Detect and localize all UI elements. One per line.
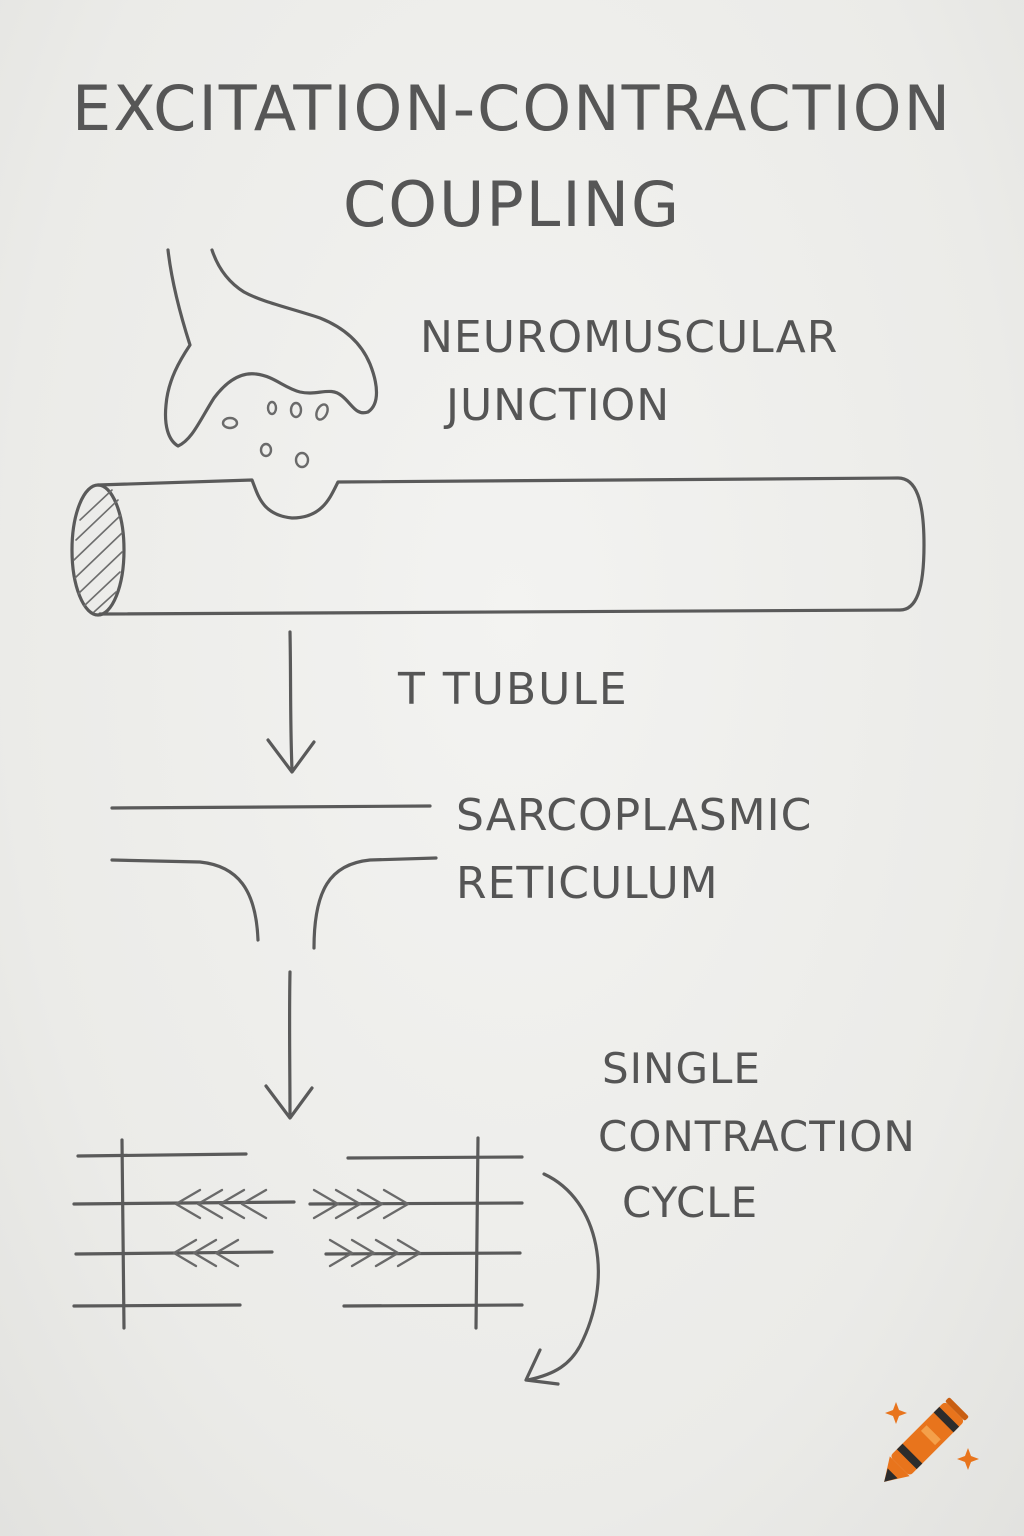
crayon-icon [884, 1397, 979, 1482]
sarcomere-right-half [308, 1136, 524, 1330]
vesicle [259, 442, 273, 458]
vesicle [315, 403, 329, 421]
cycle-arrow [524, 1172, 600, 1386]
vesicle [266, 400, 278, 416]
vesicle [289, 401, 303, 419]
cross-section-hatching [73, 489, 123, 613]
sarcoplasmic-reticulum-sketch [110, 804, 438, 950]
label-cycle-line-1: SINGLE [602, 1044, 761, 1093]
sarcomere-left-half [72, 1138, 296, 1330]
label-cycle-line-3: CYCLE [622, 1178, 759, 1227]
arrow-down-1 [266, 630, 316, 774]
diagram-title-line-1: EXCITATION-CONTRACTION [72, 72, 952, 145]
diagram-title-line-2: COUPLING [342, 168, 682, 241]
arrow-down-2 [264, 970, 314, 1120]
fiber-cross-section [70, 483, 126, 617]
label-sarcoplasmic-line-1: SARCOPLASMIC [456, 790, 813, 841]
nerve-terminal [163, 248, 379, 469]
vesicle [221, 416, 239, 430]
label-t-tubule: T TUBULE [398, 664, 629, 715]
label-neuromuscular-line-1: NEUROMUSCULAR [420, 312, 839, 363]
vesicle [294, 451, 310, 469]
label-neuromuscular-line-2: JUNCTION [446, 380, 671, 431]
label-cycle-line-2: CONTRACTION [598, 1112, 916, 1161]
muscle-fiber [70, 476, 926, 617]
label-sarcoplasmic-line-2: RETICULUM [456, 858, 719, 909]
